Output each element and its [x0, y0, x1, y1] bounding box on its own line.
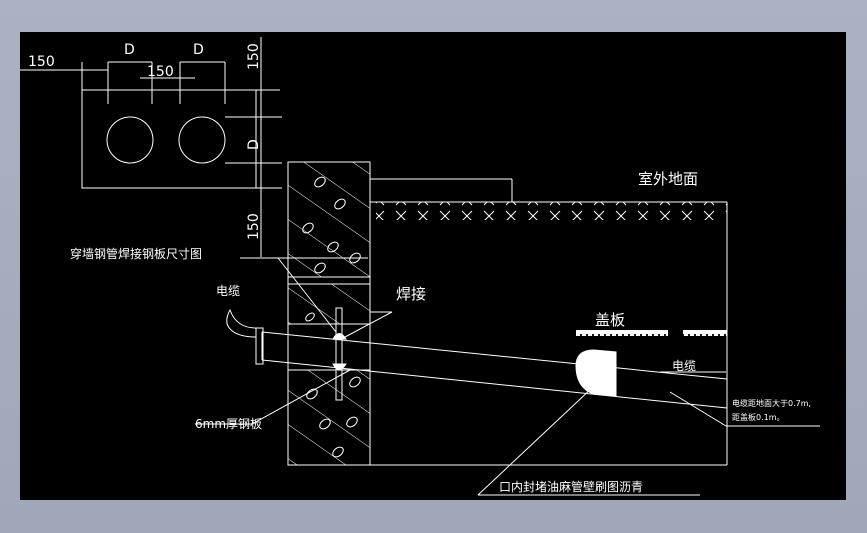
- dim-d-2: D: [193, 42, 204, 58]
- plate-dimension-drawing: [20, 37, 282, 257]
- label-outdoor-ground: 室外地面: [638, 170, 698, 188]
- label-welding: 焊接: [396, 285, 426, 303]
- dim-d-vertical: D: [246, 139, 262, 150]
- cable-stub: [226, 308, 257, 338]
- cad-canvas: 150 D D 150 150 D 150: [20, 32, 846, 500]
- dim-150-top-right: 150: [246, 43, 262, 70]
- pipe-seal-plug: [575, 349, 617, 397]
- label-plate-drawing: 穿墙钢管焊接钢板尺寸图: [70, 246, 202, 261]
- pipe-hole-2: [178, 116, 226, 164]
- dim-150-left: 150: [28, 54, 55, 70]
- steel-pipe: [226, 307, 728, 409]
- cad-drawing: 150 D D 150 150 D 150: [20, 37, 820, 496]
- wall-section: [287, 161, 371, 466]
- earth-hatch: [376, 202, 727, 220]
- label-cable-right: 电缆: [672, 359, 696, 373]
- wall-steel-plate: [335, 307, 343, 401]
- dim-d-1: D: [124, 42, 135, 58]
- pipe-hole-1: [106, 116, 154, 164]
- label-cover-plate: 盖板: [595, 311, 625, 329]
- cover-plate-1: [576, 330, 668, 336]
- note-line-1: 电缆距地面大于0.7m,: [732, 398, 811, 408]
- label-cable-left: 电缆: [216, 284, 240, 298]
- wall-lower: [287, 369, 371, 466]
- note-line-2: 距盖板0.1m。: [732, 412, 785, 422]
- wall-mid: [287, 283, 371, 325]
- label-seal: 口内封堵油麻管壁刷图沥青: [499, 479, 643, 494]
- dim-150-bottom-right: 150: [246, 213, 262, 240]
- pipe-flange: [255, 327, 264, 365]
- dim-150-mid: 150: [147, 64, 174, 80]
- cover-plate-2: [683, 330, 727, 336]
- trench: [370, 178, 728, 466]
- wall-upper: [287, 161, 371, 278]
- leader-lines: [195, 257, 820, 496]
- plate-outline: [81, 89, 257, 189]
- label-steel-plate: 6mm厚钢板: [195, 417, 262, 431]
